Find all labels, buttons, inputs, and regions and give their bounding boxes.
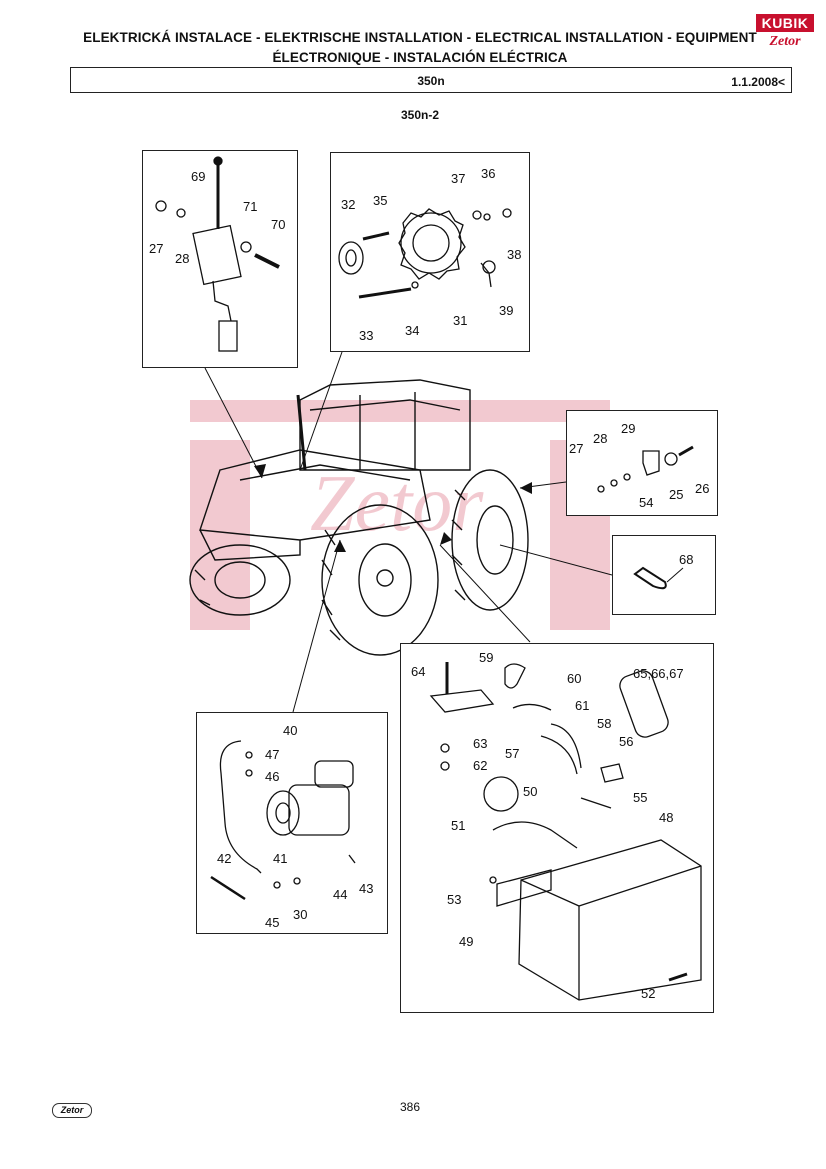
label-41: 41: [273, 851, 287, 866]
battery-labels: 64 59 60 61 65,66,67 58 63 57 62 56 51 5…: [411, 650, 684, 1001]
label-55: 55: [633, 790, 647, 805]
header-box: 350n 1.1.2008<: [70, 67, 792, 93]
model-label: 350n: [417, 74, 445, 88]
panel-starter: 40 47 46 42 41 44 43 45 30: [196, 712, 388, 934]
label-56: 56: [619, 734, 633, 749]
label-70: 70: [271, 217, 285, 232]
clip-drawing: 68: [633, 552, 693, 590]
label-36: 36: [481, 166, 495, 181]
starter-labels: 40 47 46 42 41 44 43 45 30: [217, 723, 373, 930]
label-45: 45: [265, 915, 279, 930]
label-53: 53: [447, 892, 461, 907]
panel-alternator: 37 36 32 35 38 39 33 34 31: [330, 152, 530, 352]
label-34: 34: [405, 323, 419, 338]
label-52: 52: [641, 986, 655, 1001]
label-62: 62: [473, 758, 487, 773]
label-25: 25: [669, 487, 683, 502]
label-61: 61: [575, 698, 589, 713]
label-59: 59: [479, 650, 493, 665]
label-29: 29: [621, 421, 635, 436]
label-31: 31: [453, 313, 467, 328]
alternator-drawing: 37 36 32 35 38 39 33 34 31: [338, 166, 521, 343]
date-label: 1.1.2008<: [731, 75, 785, 89]
label-40: 40: [283, 723, 297, 738]
label-26: 26: [695, 481, 709, 496]
label-51: 51: [451, 818, 465, 833]
label-69: 69: [191, 169, 205, 184]
label-28: 28: [175, 251, 189, 266]
bracket-drawing: 29 27 28 25 26 54: [569, 421, 709, 510]
page-number: 386: [399, 1100, 421, 1114]
kubik-zetor-logo: KUBIK Zetor: [756, 14, 814, 62]
label-68: 68: [679, 552, 693, 567]
label-64: 64: [411, 664, 425, 679]
label-60: 60: [567, 671, 581, 686]
label-65-66-67: 65,66,67: [633, 666, 684, 681]
logo-top-text: KUBIK: [756, 14, 814, 32]
panel-regulator: 69 71 70 27 28: [142, 150, 298, 368]
title-line-2: ÉLECTRONIQUE - INSTALACIÓN ELÉCTRICA: [272, 50, 568, 65]
label-46: 46: [265, 769, 279, 784]
label-42: 42: [217, 851, 231, 866]
section-label: 350n-2: [400, 108, 440, 122]
label-27: 27: [149, 241, 163, 256]
label-50: 50: [523, 784, 537, 799]
starter-drawing: 40 47 46 42 41 44 43 45 30: [210, 723, 373, 930]
label-44: 44: [333, 887, 347, 902]
label-57: 57: [505, 746, 519, 761]
label-35: 35: [373, 193, 387, 208]
label-30: 30: [293, 907, 307, 922]
label-32: 32: [341, 197, 355, 212]
label-47: 47: [265, 747, 279, 762]
label-43: 43: [359, 881, 373, 896]
panel-clip: 68: [612, 535, 716, 615]
label-49: 49: [459, 934, 473, 949]
label-37: 37: [451, 171, 465, 186]
alternator-labels: 37 36 32 35 38 39 33 34 31: [341, 166, 521, 343]
label-27b: 27: [569, 441, 583, 456]
panel-bracket: 29 27 28 25 26 54: [566, 410, 718, 516]
footer-zetor-logo: Zetor: [52, 1103, 92, 1118]
bracket-labels: 29 27 28 25 26 54: [569, 421, 709, 510]
label-28b: 28: [593, 431, 607, 446]
label-39: 39: [499, 303, 513, 318]
title-line-1: ELEKTRICKÁ INSTALACE - ELEKTRISCHE INSTA…: [83, 30, 757, 45]
label-63: 63: [473, 736, 487, 751]
label-33: 33: [359, 328, 373, 343]
regulator-drawing: 69 71 70 27 28: [149, 156, 285, 352]
label-54: 54: [639, 495, 653, 510]
label-58: 58: [597, 716, 611, 731]
logo-bottom-text: Zetor: [769, 34, 801, 49]
regulator-labels: 69 71 70 27 28: [149, 169, 285, 266]
panel-battery: 64 59 60 61 65,66,67 58 63 57 62 56 51 5…: [400, 643, 714, 1013]
label-48: 48: [659, 810, 673, 825]
label-38: 38: [507, 247, 521, 262]
label-71: 71: [243, 199, 257, 214]
battery-drawing: 64 59 60 61 65,66,67 58 63 57 62 56 51 5…: [411, 650, 702, 1001]
